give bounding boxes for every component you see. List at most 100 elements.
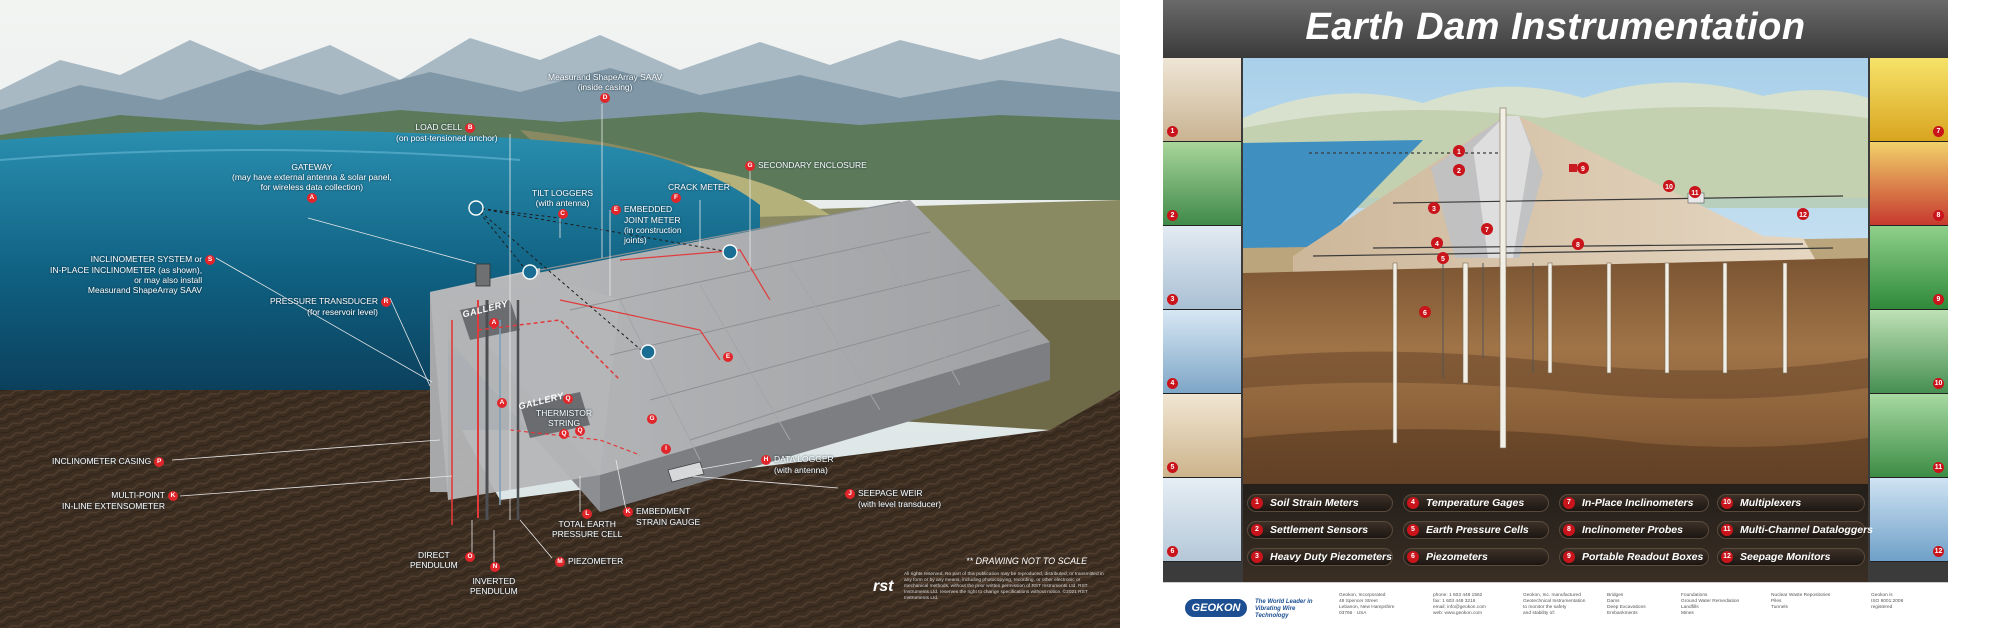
- diagram-badge-a1: A: [489, 318, 499, 328]
- photo-multiplexer: 10: [1870, 310, 1948, 394]
- callout-thermistor-string: THERMISTOR STRING Q: [536, 408, 593, 439]
- callout-gateway: GATEWAY (may have external antenna & sol…: [232, 162, 392, 203]
- callout-earth-pressure-cell: L TOTAL EARTH PRESSURE CELL: [552, 508, 623, 539]
- photo-in-place-inclinometer: 7: [1870, 58, 1948, 142]
- diagram-marker-5: 5: [1437, 252, 1449, 264]
- badge-f: F: [671, 192, 681, 203]
- badge-e: E: [611, 204, 621, 215]
- diagram-badge-e: E: [723, 352, 733, 362]
- callout-shapearray: Measurand ShapeArray SAAV (inside casing…: [548, 72, 663, 103]
- badge-j: J: [845, 488, 855, 499]
- svg-text:8: 8: [1576, 242, 1580, 249]
- svg-text:12: 12: [1799, 212, 1807, 219]
- badge-s: S: [205, 254, 216, 265]
- rst-logo: rst: [873, 578, 894, 595]
- svg-text:7: 7: [1485, 227, 1489, 234]
- footer-applications-1: Bridges Dams Deep Excavations Embankment…: [1607, 593, 1646, 616]
- svg-text:5: 5: [1441, 256, 1445, 263]
- callout-inverted-pendulum: INVERTED PENDULUM: [470, 576, 518, 596]
- badge-r: R: [381, 296, 392, 307]
- photo-multi-channel-datalogger: 11: [1870, 394, 1948, 478]
- photo-earth-pressure-cell: 5: [1163, 394, 1241, 478]
- footer-applications-2: Foundations Ground Water Remediation Lan…: [1681, 593, 1740, 616]
- badge-k: K: [167, 490, 178, 501]
- footer-iso: Geokon is ISO 9001:2008 registered: [1871, 593, 1904, 610]
- diagram-marker-4: 4: [1431, 237, 1443, 249]
- badge-p: P: [154, 456, 165, 467]
- photo-portable-readout-box: 9: [1870, 226, 1948, 310]
- diagram-marker-11: 11: [1689, 186, 1701, 198]
- badge-q: Q: [559, 428, 570, 439]
- badge-a: A: [306, 192, 317, 203]
- svg-text:3: 3: [1432, 206, 1436, 213]
- badge-c: C: [557, 208, 568, 219]
- diagram-badge-i: I: [661, 444, 671, 454]
- callout-direct-pendulum: DIRECT PENDULUM: [410, 550, 458, 570]
- diagram-marker-6: 6: [1419, 306, 1431, 318]
- geokon-tagline: The World Leader in Vibrating Wire Techn…: [1255, 599, 1313, 619]
- rst-dam-diagram: Measurand ShapeArray SAAV (inside casing…: [0, 0, 1120, 628]
- footer-applications-3: Nuclear Waste Repositories Piles Tunnels: [1771, 593, 1831, 610]
- badge-l: L: [582, 508, 593, 519]
- svg-text:4: 4: [1435, 241, 1439, 248]
- badge-o: O: [465, 552, 475, 562]
- svg-text:6: 6: [1423, 310, 1427, 317]
- geokon-logo: GEOKON: [1185, 599, 1247, 617]
- badge-d: D: [600, 92, 611, 103]
- photo-temperature-gage: 4: [1163, 310, 1241, 394]
- badge-h: H: [761, 454, 771, 465]
- copyright-notice: All rights reserved. No part of this pub…: [904, 572, 1104, 601]
- diagram-badge-q2: Q: [575, 426, 585, 436]
- diagram-marker-1: 1: [1453, 145, 1465, 157]
- badge-b: B: [465, 122, 476, 133]
- diagram-marker-7: 7: [1481, 223, 1493, 235]
- diagram-marker-2: 2: [1453, 164, 1465, 176]
- badge-n: N: [490, 562, 500, 572]
- geokon-earth-dam-poster: Earth Dam Instrumentation 1 2 3 4 5 6 7 …: [1163, 0, 1948, 628]
- photo-seepage-monitor: 12: [1870, 478, 1948, 562]
- callout-tilt-loggers: TILT LOGGERS (with antenna) C: [532, 188, 594, 219]
- photo-heavy-duty-piezometer: 3: [1163, 226, 1241, 310]
- svg-text:1: 1: [1457, 149, 1461, 156]
- earth-dam-cross-section: 1 2 3 4 5 6 7 8 9 10 11 12: [1243, 58, 1868, 484]
- diagram-marker-8: 8: [1572, 238, 1584, 250]
- poster-footer: GEOKON The World Leader in Vibrating Wir…: [1163, 582, 1948, 628]
- diagram-marker-10: 10: [1663, 180, 1675, 192]
- svg-text:10: 10: [1665, 184, 1673, 191]
- diagram-badge-g: G: [647, 414, 657, 424]
- photo-settlement-sensor: 2: [1163, 142, 1241, 226]
- photo-piezometer: 6: [1163, 478, 1241, 562]
- photo-inclinometer-probe: 8: [1870, 142, 1948, 226]
- svg-text:11: 11: [1691, 190, 1699, 197]
- footer-address: Geokon, Incorporated 48 Spencer Street L…: [1339, 593, 1395, 616]
- diagram-marker-3: 3: [1428, 202, 1440, 214]
- photo-soil-strain-meter: 1: [1163, 58, 1241, 142]
- concrete-dam-illustration: [0, 0, 1120, 628]
- svg-text:9: 9: [1581, 166, 1585, 173]
- footer-intro: Geokon, Inc. manufactured Geotechnical I…: [1523, 593, 1586, 616]
- footer-contact: phone: 1 603 448 1562 fax: 1 603 448 321…: [1433, 593, 1486, 616]
- poster-header: Earth Dam Instrumentation: [1163, 0, 1948, 58]
